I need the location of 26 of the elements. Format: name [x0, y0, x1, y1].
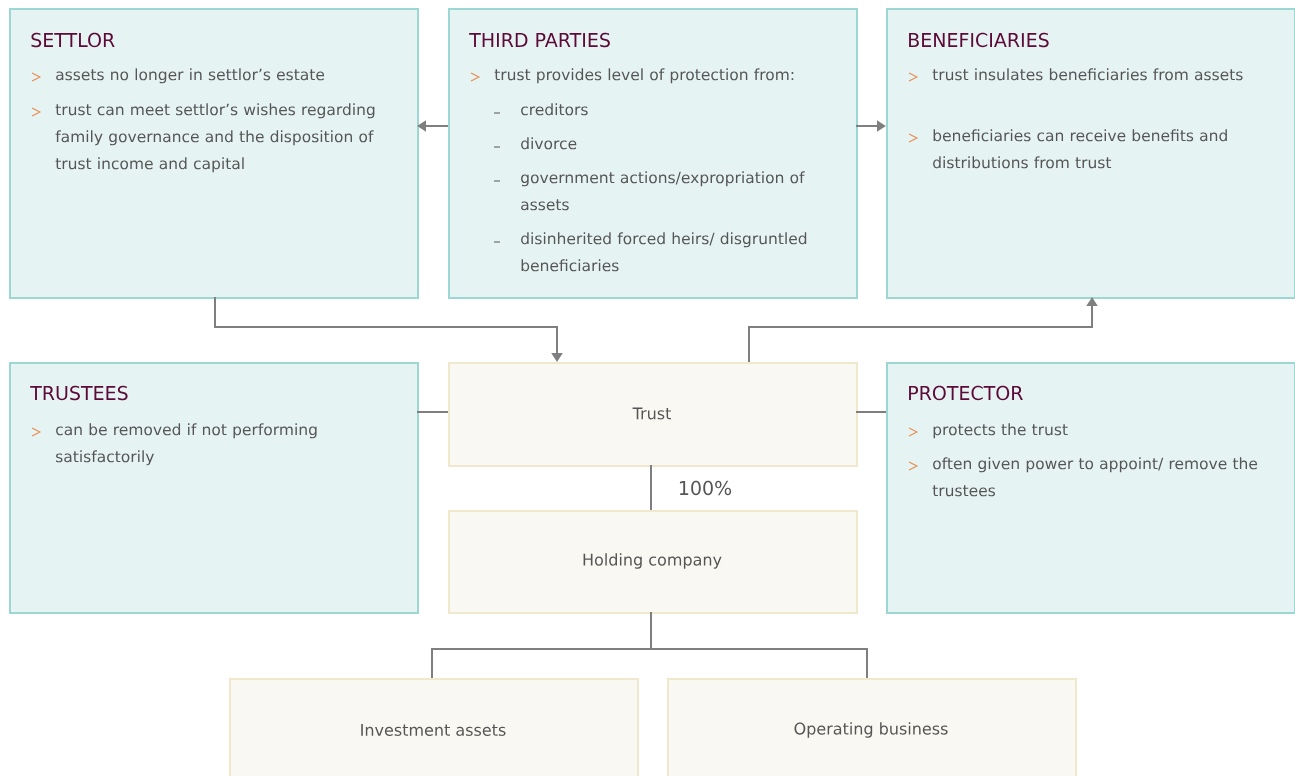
- connector: [855, 411, 887, 413]
- bullet-text: beneficiaries can receive benefits and distributions from trust: [933, 129, 1227, 169]
- box-heading: PROTECTOR: [909, 385, 1023, 401]
- bullet-text: creditors: [521, 103, 588, 116]
- bullet-text: protects the trust: [933, 423, 1068, 439]
- box-heading: TRUSTEES: [30, 385, 128, 401]
- entity-box: Trust: [448, 362, 858, 467]
- bullet-text: can be removed if not performing satisfactorily: [56, 423, 317, 466]
- connector: [650, 464, 652, 511]
- edge-label: 100%: [676, 479, 734, 497]
- box-heading: BENEFICIARIES: [909, 32, 1049, 48]
- bullet-text: assets no longer in settlor’s estate: [56, 68, 325, 84]
- bullet-text: trust provides level of protection from:: [494, 68, 794, 84]
- bullet-text: disinherited forced heirs/ disgruntled beneficiaries: [521, 232, 807, 272]
- entity-box: Holding company: [448, 510, 858, 614]
- box-heading: THIRD PARTIES: [469, 32, 610, 48]
- entity-box: Investment assets: [229, 678, 639, 776]
- bullet-text: trust insulates beneficiaries from assets: [932, 68, 1243, 81]
- connector: [650, 611, 868, 679]
- bullet-text: often given power to appoint/ remove the trustees: [932, 457, 1258, 497]
- bullet-text: trust can meet settlor’s wishes regarding family governance and the disposition of trust income and capital: [55, 103, 375, 173]
- entity-box: Operating business: [667, 678, 1077, 776]
- connector: [214, 296, 563, 362]
- box-heading: SETTLOR: [31, 32, 115, 48]
- connector: [416, 411, 449, 413]
- bullet-text: divorce: [521, 137, 577, 150]
